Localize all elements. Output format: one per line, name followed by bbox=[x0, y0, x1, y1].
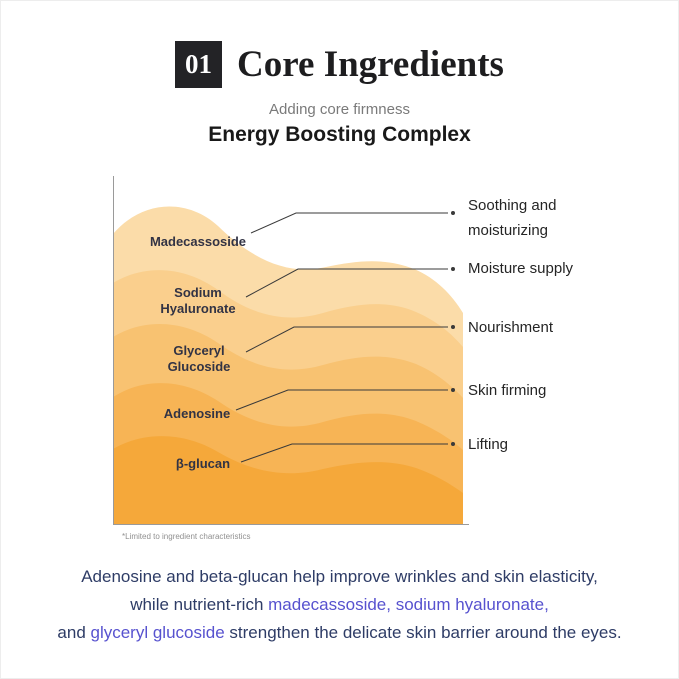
description-line-3-post: strengthen the delicate skin barrier aro… bbox=[224, 623, 622, 642]
ingredient-label-sodium-hyaluronate: Sodium Hyaluronate bbox=[160, 285, 236, 316]
ingredient-label-glyceryl-glucoside: Glyceryl Glucoside bbox=[167, 343, 231, 374]
benefit-dot-moisture bbox=[451, 267, 455, 271]
ingredient-label-adenosine: Adenosine bbox=[163, 406, 231, 421]
connector-line-nourishment bbox=[245, 326, 448, 353]
benefit-label-soothing: Soothing and moisturizing bbox=[468, 197, 557, 239]
complex-title: Energy Boosting Complex bbox=[208, 123, 471, 146]
connector-line-soothing bbox=[250, 212, 448, 234]
connector-line-lifting bbox=[240, 443, 448, 463]
wave-layer-beta-glucan bbox=[113, 436, 463, 524]
benefit-label-moisture: Moisture supply bbox=[468, 260, 574, 277]
section-number-badge: 01 bbox=[175, 41, 223, 88]
page-title: Core Ingredients bbox=[237, 44, 504, 85]
connector-line-moisture bbox=[245, 268, 448, 298]
tagline: Adding core firmness bbox=[269, 101, 410, 118]
description-line-3-pre: and bbox=[57, 623, 91, 642]
benefit-label-firming: Skin firming bbox=[468, 382, 547, 399]
description-line-3: and glyceryl glucoside strengthen the de… bbox=[1, 619, 678, 647]
ingredient-wave-chart: Madecassoside Sodium Hyaluronate Glycery… bbox=[96, 171, 631, 536]
wave-chart-canvas bbox=[113, 176, 469, 525]
benefit-label-nourishment: Nourishment bbox=[468, 319, 554, 336]
description-line-2-highlight: madecassoside, sodium hyaluronate, bbox=[268, 595, 549, 614]
benefit-dot-lifting bbox=[451, 442, 455, 446]
description-line-2-pre: while nutrient-rich bbox=[130, 595, 269, 614]
footnote: *Limited to ingredient characteristics bbox=[122, 532, 251, 541]
ingredient-label-beta-glucan: β-glucan bbox=[175, 456, 231, 471]
description-line-3-highlight: glyceryl glucoside bbox=[90, 623, 225, 642]
benefit-dot-nourishment bbox=[451, 325, 455, 329]
connector-line-firming bbox=[235, 389, 448, 411]
ingredient-label-madecassoside: Madecassoside bbox=[149, 234, 247, 249]
description-line-1: Adenosine and beta-glucan help improve w… bbox=[81, 567, 598, 586]
benefit-label-lifting: Lifting bbox=[468, 436, 509, 453]
header: 01 Core Ingredients bbox=[1, 41, 678, 88]
benefit-dot-firming bbox=[451, 388, 455, 392]
description-paragraph: Adenosine and beta-glucan help improve w… bbox=[1, 563, 678, 647]
benefit-dot-soothing bbox=[451, 211, 455, 215]
description-line-2: while nutrient-rich madecassoside, sodiu… bbox=[1, 591, 678, 619]
